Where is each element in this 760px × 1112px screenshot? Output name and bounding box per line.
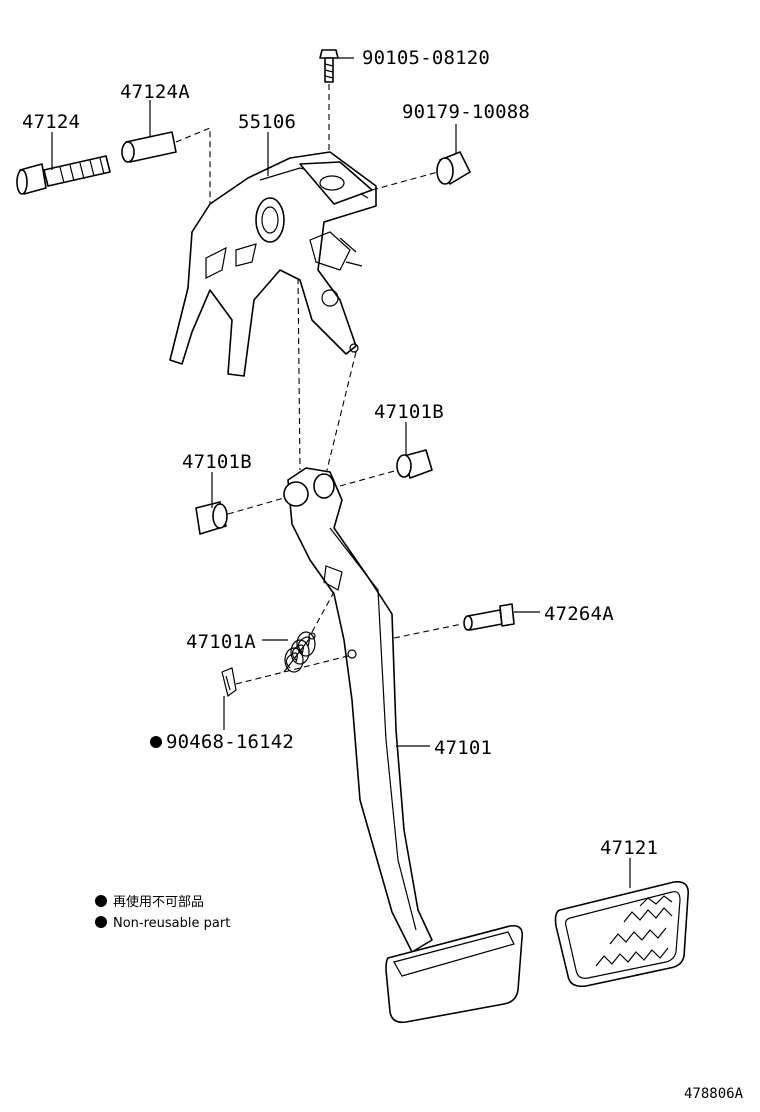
spring-47101A-illustration bbox=[283, 631, 316, 673]
bolt-47124-illustration bbox=[16, 155, 111, 195]
legend: 再使用不可部品 Non-reusable part bbox=[95, 894, 230, 931]
label-47101B-left: 47101B bbox=[182, 451, 252, 473]
diagram-code: 478806A bbox=[684, 1086, 744, 1102]
label-90105-08120: 90105-08120 bbox=[362, 47, 490, 69]
label-90468-16142: 90468-16142 bbox=[166, 731, 294, 753]
label-47124A: 47124A bbox=[120, 81, 190, 103]
legend-line-jp: 再使用不可部品 bbox=[113, 894, 204, 910]
legend-bullet-icon bbox=[95, 916, 107, 928]
label-47101: 47101 bbox=[434, 737, 492, 759]
label-47124: 47124 bbox=[22, 111, 80, 133]
label-47264A: 47264A bbox=[544, 603, 614, 625]
label-55106: 55106 bbox=[238, 111, 296, 133]
bushing-47101B-left-illustration bbox=[195, 501, 228, 535]
pad-cover-47121-illustration bbox=[554, 880, 690, 988]
bracket-55106-illustration bbox=[169, 151, 377, 377]
collar-47124A-illustration bbox=[121, 131, 177, 163]
pedal-arm-47101-illustration bbox=[283, 467, 433, 953]
label-47101B-right: 47101B bbox=[374, 401, 444, 423]
legend-bullet-icon bbox=[95, 895, 107, 907]
bolt-90105-illustration bbox=[319, 49, 339, 83]
clip-90468-illustration bbox=[221, 667, 237, 698]
label-47101A: 47101A bbox=[186, 631, 256, 653]
pedal-pad-illustration bbox=[385, 924, 524, 1024]
bushing-47101B-right-illustration bbox=[396, 449, 433, 479]
label-90179-10088: 90179-10088 bbox=[402, 101, 530, 123]
pin-47264A-illustration bbox=[463, 603, 515, 631]
legend-line-en: Non-reusable part bbox=[113, 916, 230, 931]
label-47121: 47121 bbox=[600, 837, 658, 859]
bushing-90179-illustration bbox=[436, 151, 471, 185]
non-reusable-marker-icon bbox=[150, 736, 162, 748]
